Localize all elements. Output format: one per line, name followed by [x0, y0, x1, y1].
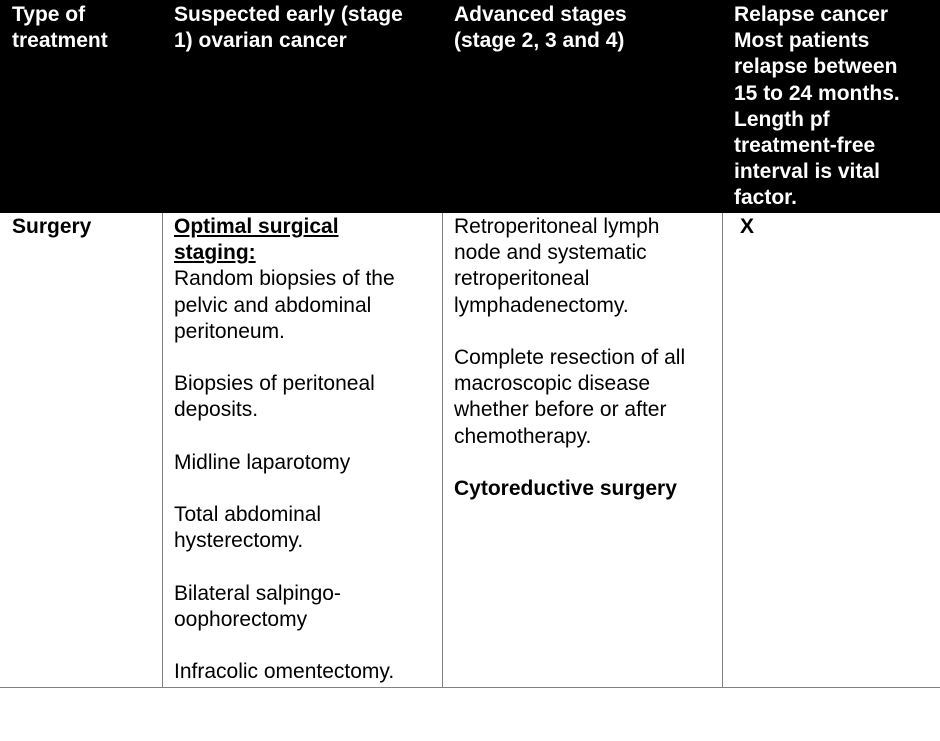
column-divider: [162, 213, 163, 687]
treatment-label: Surgery: [12, 215, 92, 238]
procedure-line: node and systematic: [454, 241, 647, 265]
cell-early-stage: Optimal surgical staging: Random biopsie…: [174, 214, 436, 686]
staging-heading-line: Optimal surgical: [174, 215, 339, 238]
procedure-line: Midline laparotomy: [174, 450, 351, 474]
spacer: [174, 345, 436, 371]
procedure-line: macroscopic disease: [454, 372, 651, 396]
procedure-line: Bilateral salpingo-: [174, 581, 341, 605]
header-text-line: treatment-free: [734, 134, 876, 158]
header-text-line: Suspected early (stage: [174, 3, 403, 26]
header-text-line: treatment: [12, 29, 108, 53]
procedure-line: Total abdominal: [174, 503, 322, 527]
header-text-line: factor.: [734, 186, 798, 210]
spacer: [454, 319, 716, 345]
header-early-stage: Suspected early (stage 1) ovarian cancer: [174, 2, 436, 54]
spacer: [454, 450, 716, 476]
spacer: [174, 424, 436, 450]
header-text-line: Relapse cancer: [734, 3, 889, 26]
procedure-line: Random biopsies of the: [174, 267, 395, 291]
column-divider: [442, 213, 443, 687]
cytoreductive-surgery-label: Cytoreductive surgery: [454, 477, 677, 500]
header-advanced-stages: Advanced stages (stage 2, 3 and 4): [454, 2, 716, 54]
procedure-line: retroperitoneal: [454, 267, 590, 291]
table-row-surgery: Surgery Optimal surgical staging: Random…: [0, 213, 940, 688]
spacer: [174, 555, 436, 581]
header-type-of-treatment: Type of treatment: [12, 2, 158, 54]
header-relapse-cancer: Relapse cancer Most patients relapse bet…: [734, 2, 934, 212]
procedure-line: hysterectomy.: [174, 529, 304, 553]
procedure-line: chemotherapy.: [454, 424, 592, 448]
table-header-row: Type of treatment Suspected early (stage…: [0, 0, 940, 213]
header-text-line: 15 to 24 months.: [734, 81, 900, 105]
header-text-line: relapse between: [734, 55, 898, 79]
header-text-line: (stage 2, 3 and 4): [454, 29, 625, 53]
procedure-line: Complete resection of all: [454, 346, 686, 369]
procedure-line: lymphadenectomy.: [454, 293, 629, 317]
procedure-line: peritoneum.: [174, 319, 285, 343]
procedure-line: oophorectomy: [174, 607, 308, 631]
procedure-line: pelvic and abdominal: [174, 293, 372, 317]
header-text-line: Advanced stages: [454, 3, 627, 26]
header-text-line: Most patients: [734, 29, 870, 53]
procedure-line: deposits.: [174, 398, 259, 422]
cell-relapse: X: [740, 214, 940, 240]
procedure-line: whether before or after: [454, 398, 667, 422]
procedure-line: Biopsies of peritoneal: [174, 372, 375, 396]
header-text-line: Type of: [12, 3, 86, 26]
header-text-line: interval is vital: [734, 160, 880, 184]
cell-advanced-stages: Retroperitoneal lymph node and systemati…: [454, 214, 716, 502]
header-text-line: 1) ovarian cancer: [174, 29, 347, 53]
column-divider: [722, 213, 723, 687]
relapse-mark: X: [740, 215, 755, 238]
header-text-line: Length pf: [734, 107, 830, 131]
spacer: [174, 476, 436, 502]
staging-heading-line: staging:: [174, 241, 256, 265]
procedure-line: Retroperitoneal lymph: [454, 215, 660, 238]
spacer: [174, 633, 436, 659]
cell-treatment-type: Surgery: [12, 214, 158, 240]
procedure-line: Infracolic omentectomy.: [174, 660, 395, 684]
